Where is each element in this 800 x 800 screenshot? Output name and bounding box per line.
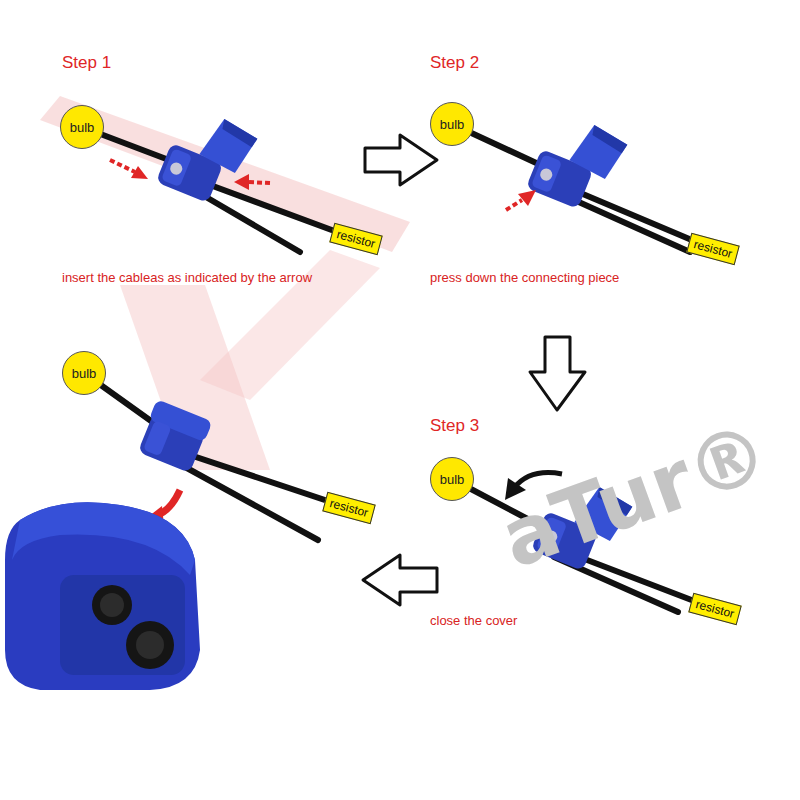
bulb-circle: bulb	[430, 102, 474, 146]
step-heading: Step 3	[430, 416, 479, 436]
resistor-label: resistor	[328, 496, 370, 520]
step-caption: press down the connecting piece	[430, 270, 619, 285]
step-heading: Step 2	[430, 53, 479, 73]
step-caption: insert the cableas as indicated by the a…	[62, 270, 312, 285]
watermark: aTur®	[489, 404, 780, 586]
bulb-circle: bulb	[60, 105, 104, 149]
resistor-label: resistor	[694, 597, 736, 621]
step-caption: close the cover	[430, 613, 517, 628]
resistor-label: resistor	[692, 237, 734, 261]
resistor-tag: resistor	[322, 492, 375, 524]
bulb-label: bulb	[70, 120, 95, 135]
resistor-tag: resistor	[688, 593, 741, 625]
step-heading: Step 1	[62, 53, 111, 73]
bulb-label: bulb	[440, 472, 465, 487]
bulb-label: bulb	[72, 366, 97, 381]
bulb-circle: bulb	[430, 457, 474, 501]
bulb-circle: bulb	[62, 351, 106, 395]
resistor-tag: resistor	[686, 233, 739, 265]
bulb-label: bulb	[440, 117, 465, 132]
